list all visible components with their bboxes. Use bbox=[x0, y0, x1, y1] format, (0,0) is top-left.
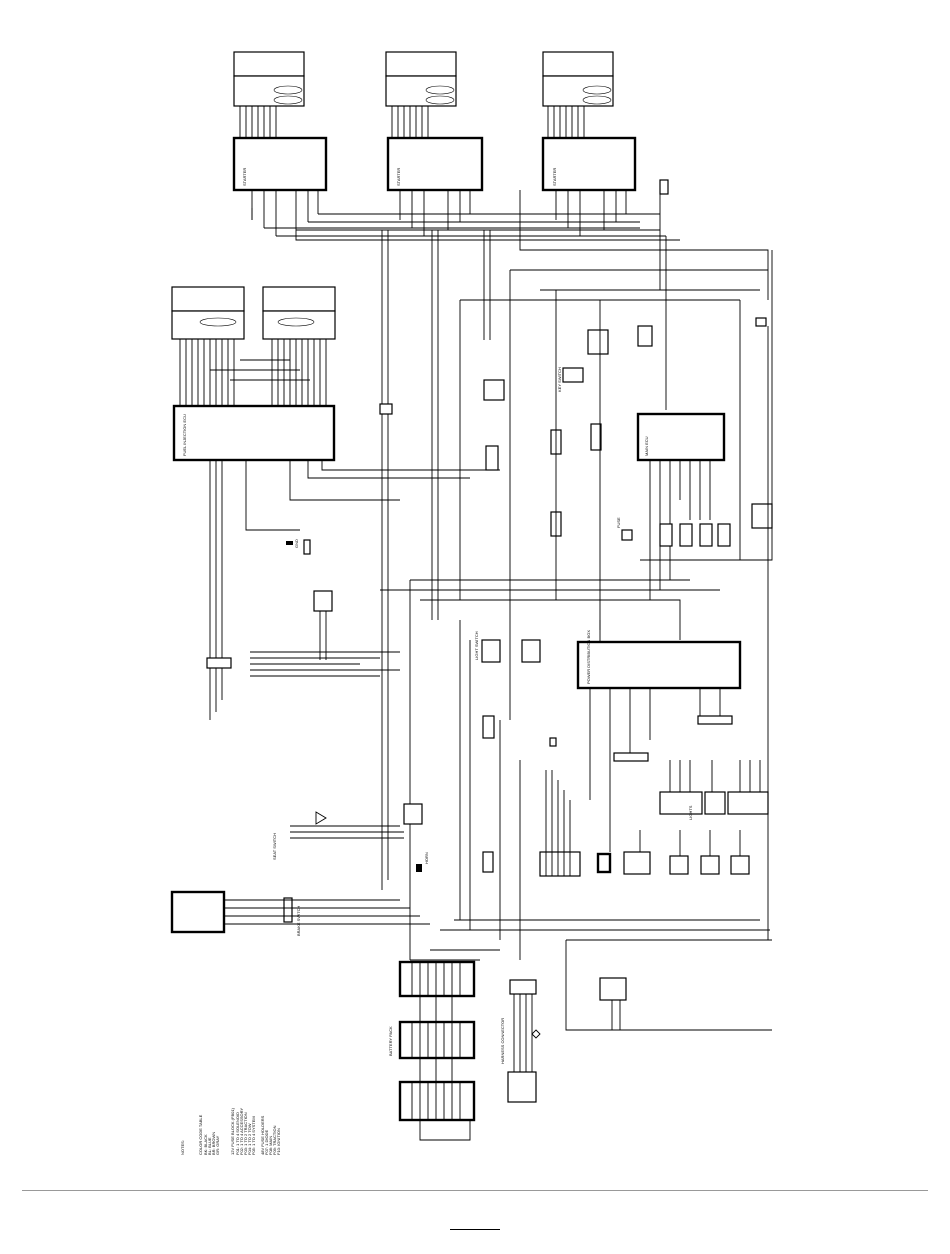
lights-block-1 bbox=[659, 791, 703, 815]
diamond-marker bbox=[531, 1029, 541, 1039]
upper-left-module-label: FUEL INJECTION ECU bbox=[182, 414, 187, 456]
key-switch bbox=[562, 367, 584, 383]
notes-line-2: BK: BLACK bbox=[203, 1134, 208, 1155]
notes-block: NOTES: COLOR CODE TABLE BK: BLACK BL: BL… bbox=[178, 1105, 298, 1160]
lights-label: LIGHTS bbox=[688, 805, 693, 820]
inline-fuse-1 bbox=[549, 737, 557, 747]
lights-block-3 bbox=[727, 791, 769, 815]
notes-line-14: F08: MAIN bbox=[268, 1136, 273, 1155]
relay-1 bbox=[483, 379, 505, 401]
notes-line-6: 12V FUSE BLOCK (FB01) bbox=[230, 1107, 235, 1155]
notes-line-4: BR: BROWN bbox=[211, 1132, 216, 1155]
battery-pack-group bbox=[398, 960, 476, 1141]
right-module bbox=[636, 412, 726, 462]
relay-6 bbox=[521, 639, 541, 663]
notes-line-11: F05: 1 TO 4 SYSTEM bbox=[251, 1116, 256, 1155]
right-fuse bbox=[621, 529, 633, 541]
top-connector-group-2 bbox=[385, 51, 484, 236]
ground-symbol bbox=[286, 541, 293, 545]
key-switch-label: KEY SWITCH bbox=[557, 367, 562, 392]
top-connector-3 bbox=[542, 51, 614, 77]
ground-label: GND bbox=[294, 539, 299, 548]
top-connector-1 bbox=[233, 51, 305, 77]
top-connector-group-3 bbox=[541, 51, 637, 236]
left-connector-b bbox=[262, 286, 336, 312]
starter-module-1 bbox=[232, 136, 328, 192]
harness-connector-bottom bbox=[507, 1071, 537, 1103]
notes-line-13: F07: 1 DIODE bbox=[264, 1130, 269, 1155]
relay-3 bbox=[587, 329, 609, 355]
central-inline-connector bbox=[697, 715, 733, 725]
top-connector-1-label: STARTER bbox=[242, 168, 247, 186]
right-diode-2 bbox=[679, 523, 693, 547]
footer-rule bbox=[22, 1190, 928, 1191]
notes-title: NOTES: bbox=[180, 1140, 185, 1155]
battery-pack-label: BATTERY PACK bbox=[388, 1026, 393, 1056]
notes-line-8: F02: 1 TO 4 ACCESSORY bbox=[239, 1108, 244, 1155]
inline-connector-center bbox=[379, 403, 393, 415]
relay-2 bbox=[485, 445, 499, 471]
relay-9 bbox=[623, 851, 651, 875]
notes-line-3: BL: BLUE bbox=[207, 1137, 212, 1155]
seat-switch-label: SEAT SWITCH bbox=[272, 833, 277, 860]
page-number bbox=[450, 1229, 500, 1231]
harness-connector-label: HARNESS CONNECTOR bbox=[500, 1018, 505, 1064]
horn-label: HORN bbox=[424, 852, 429, 864]
left-relay bbox=[313, 590, 333, 612]
left-inline-connector bbox=[206, 657, 232, 669]
relay-10 bbox=[669, 855, 689, 875]
top-connector-3-label: STARTER bbox=[552, 168, 557, 186]
horn-ground bbox=[416, 864, 422, 872]
notes-line-16: F10: IGNITION bbox=[276, 1128, 281, 1155]
central-inline-connector-2 bbox=[613, 752, 649, 762]
notes-line-12: 48V FUSE HOLDERS bbox=[260, 1115, 265, 1155]
relay-14 bbox=[599, 977, 627, 1001]
notes-graphic: NOTES: COLOR CODE TABLE BK: BLACK BL: BL… bbox=[180, 1107, 281, 1155]
relay-13 bbox=[482, 851, 494, 873]
starter-module-2 bbox=[386, 136, 484, 192]
notes-line-15: F09: TRACTION bbox=[272, 1125, 277, 1155]
notes-line-10: F04: 1 TO 2 TOW bbox=[247, 1123, 252, 1155]
upper-left-module bbox=[172, 404, 336, 462]
brake-switch-label: BRAKE SWITCH bbox=[296, 905, 301, 936]
relay-5 bbox=[481, 639, 501, 663]
central-module bbox=[576, 640, 742, 690]
starter-module-3 bbox=[541, 136, 637, 192]
top-connector-2-label: STARTER bbox=[396, 168, 401, 186]
right-inline-connector bbox=[755, 317, 767, 327]
lights-block-2 bbox=[704, 791, 726, 815]
notes-line-7: F01: 1 TO 4 SOLENOID bbox=[235, 1112, 240, 1155]
left-connector-a bbox=[171, 286, 245, 312]
battery-inline-connector bbox=[283, 897, 293, 923]
harness-connector-top bbox=[509, 979, 537, 995]
horn bbox=[403, 803, 423, 825]
right-diode-1 bbox=[659, 523, 673, 547]
relay-8 bbox=[596, 852, 612, 874]
top-right-fuse bbox=[659, 179, 669, 195]
light-switch-label: LIGHT SWITCH bbox=[474, 631, 479, 660]
notes-line-5: GR: GRAY bbox=[215, 1135, 220, 1155]
central-module-label: POWER DISTRIBUTION BOX bbox=[586, 630, 591, 684]
battery-connector bbox=[170, 890, 226, 934]
diode-2 bbox=[590, 423, 602, 451]
right-diode-3 bbox=[699, 523, 713, 547]
relay-7 bbox=[482, 715, 495, 739]
upper-left-module-group bbox=[171, 286, 500, 720]
notes-line-9: F03: 1 TO 2 TRACTION bbox=[243, 1112, 248, 1155]
relay-4 bbox=[637, 325, 653, 347]
fuse-label: FUSE bbox=[616, 517, 621, 528]
notes-line-1: COLOR CODE TABLE bbox=[198, 1114, 203, 1155]
triangle-marker bbox=[315, 811, 327, 825]
right-diode-4 bbox=[717, 523, 731, 547]
right-module-label: MAIN ECU bbox=[644, 436, 649, 456]
fuse-block bbox=[539, 851, 581, 877]
top-connector-group-1 bbox=[232, 51, 328, 236]
